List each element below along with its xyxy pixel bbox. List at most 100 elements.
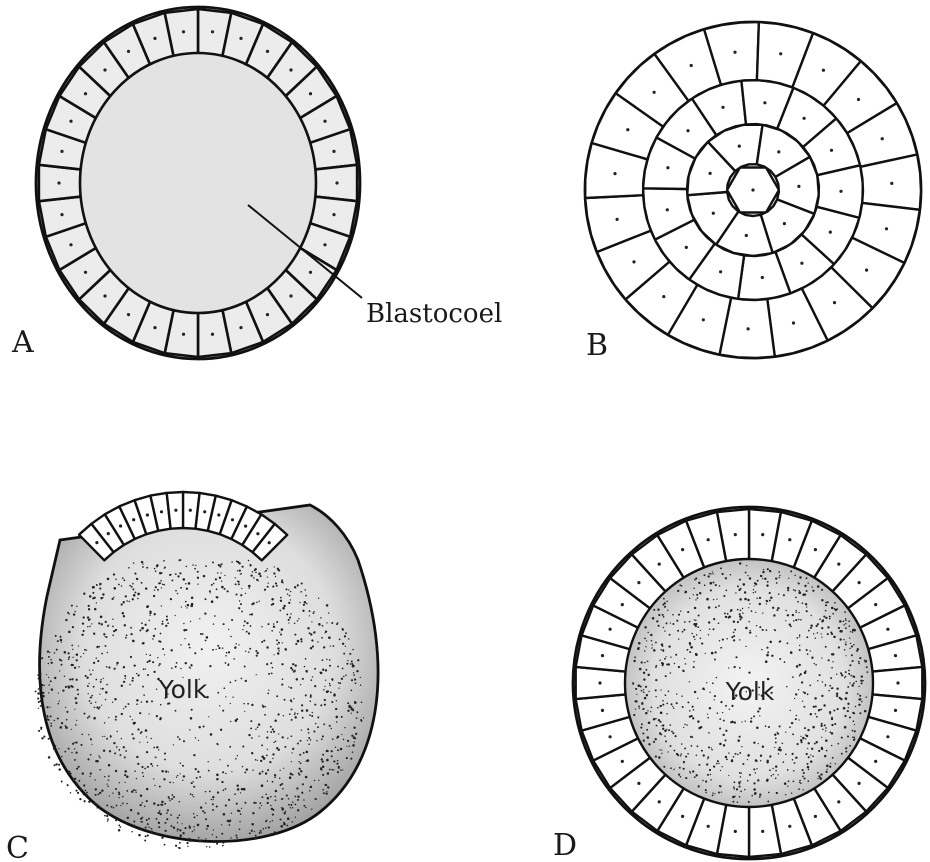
- yolk-dot: [272, 753, 274, 755]
- yolk-dot: [72, 779, 74, 781]
- yolk-dot: [139, 742, 140, 743]
- yolk-dot: [78, 645, 79, 646]
- yolk-dot: [822, 619, 824, 621]
- yolk-dot: [89, 700, 91, 702]
- yolk-dot: [772, 607, 774, 609]
- yolk-dot: [733, 639, 735, 641]
- yolk-dot: [90, 738, 91, 739]
- yolk-dot: [309, 700, 311, 702]
- yolk-dot: [69, 678, 71, 680]
- yolk-dot: [669, 634, 671, 636]
- cell-nucleus: [211, 333, 214, 336]
- cell-nucleus: [84, 271, 87, 274]
- yolk-dot: [324, 699, 326, 701]
- yolk-dot: [141, 766, 143, 768]
- yolk-dot: [753, 592, 754, 593]
- yolk-dot: [645, 686, 647, 688]
- yolk-dot: [149, 611, 151, 613]
- yolk-dot: [802, 701, 803, 702]
- yolk-dot: [246, 768, 248, 770]
- yolk-dot: [58, 748, 59, 749]
- yolk-dot: [714, 659, 716, 661]
- yolk-dot: [670, 672, 672, 674]
- yolk-dot: [694, 579, 696, 581]
- yolk-dot: [719, 640, 720, 641]
- yolk-dot: [819, 777, 821, 779]
- yolk-dot: [268, 827, 270, 829]
- yolk-dot: [182, 765, 184, 767]
- yolk-dot: [759, 603, 761, 605]
- yolk-dot: [252, 571, 254, 573]
- cell-nucleus: [57, 181, 60, 184]
- yolk-dot: [42, 695, 45, 698]
- cell-nucleus: [662, 295, 665, 298]
- yolk-dot: [361, 701, 363, 703]
- yolk-dot: [829, 711, 831, 713]
- yolk-dot: [720, 647, 721, 648]
- yolk-dot: [282, 736, 284, 738]
- yolk-dot: [711, 747, 712, 748]
- cell-nucleus: [598, 681, 601, 684]
- yolk-dot: [192, 831, 193, 832]
- yolk-dot: [105, 699, 107, 701]
- yolk-dot: [706, 598, 709, 601]
- yolk-dot: [222, 647, 224, 649]
- yolk-dot: [281, 684, 283, 686]
- yolk-dot: [193, 813, 194, 814]
- yolk-dot: [241, 808, 242, 809]
- yolk-dot: [159, 786, 161, 788]
- yolk-dot: [84, 649, 86, 651]
- cell-nucleus: [189, 509, 192, 512]
- yolk-dot: [820, 633, 821, 634]
- cell-nucleus: [690, 64, 693, 67]
- yolk-dot: [796, 637, 798, 639]
- yolk-dot: [663, 627, 664, 628]
- yolk-dot: [89, 595, 92, 598]
- yolk-dot: [156, 746, 158, 748]
- yolk-dot: [290, 613, 291, 614]
- yolk-dot: [855, 706, 856, 707]
- yolk-dot: [170, 598, 172, 600]
- yolk-dot: [279, 777, 281, 779]
- yolk-dot: [225, 662, 227, 664]
- yolk-dot: [99, 769, 101, 771]
- yolk-dot: [238, 607, 240, 609]
- yolk-dot: [819, 674, 821, 676]
- yolk-dot: [154, 628, 156, 630]
- yolk-dot: [223, 687, 225, 689]
- yolk-dot: [278, 569, 280, 571]
- yolk-dot: [733, 620, 735, 622]
- yolk-dot: [166, 616, 168, 618]
- yolk-dot: [737, 754, 739, 756]
- cell-nucleus: [857, 98, 860, 101]
- yolk-dot: [664, 630, 665, 631]
- panel-a: Blastocoel A: [11, 7, 502, 360]
- yolk-dot: [795, 693, 797, 695]
- yolk-dot: [270, 731, 272, 733]
- yolk-dot: [272, 820, 273, 821]
- yolk-dot: [308, 732, 310, 734]
- yolk-dot: [205, 838, 206, 839]
- cell-nucleus: [69, 243, 72, 246]
- yolk-dot: [719, 718, 721, 720]
- yolk-dot: [697, 597, 699, 599]
- yolk-dot: [309, 632, 311, 634]
- yolk-dot: [739, 796, 741, 798]
- yolk-dot: [121, 713, 123, 715]
- yolk-dot: [209, 590, 211, 592]
- yolk-dot: [193, 754, 195, 756]
- yolk-dot: [692, 706, 694, 708]
- yolk-dot: [821, 627, 823, 629]
- yolk-dot: [788, 578, 789, 579]
- yolk-dot: [785, 731, 786, 732]
- yolk-dot: [132, 719, 133, 720]
- yolk-dot: [216, 774, 219, 777]
- yolk-dot: [290, 687, 292, 689]
- yolk-dot: [148, 818, 150, 820]
- yolk-dot: [77, 792, 79, 794]
- yolk-dot: [350, 758, 352, 760]
- yolk-dot: [776, 582, 778, 584]
- yolk-dot: [683, 768, 685, 770]
- yolk-dot: [272, 586, 274, 588]
- yolk-dot: [297, 620, 298, 621]
